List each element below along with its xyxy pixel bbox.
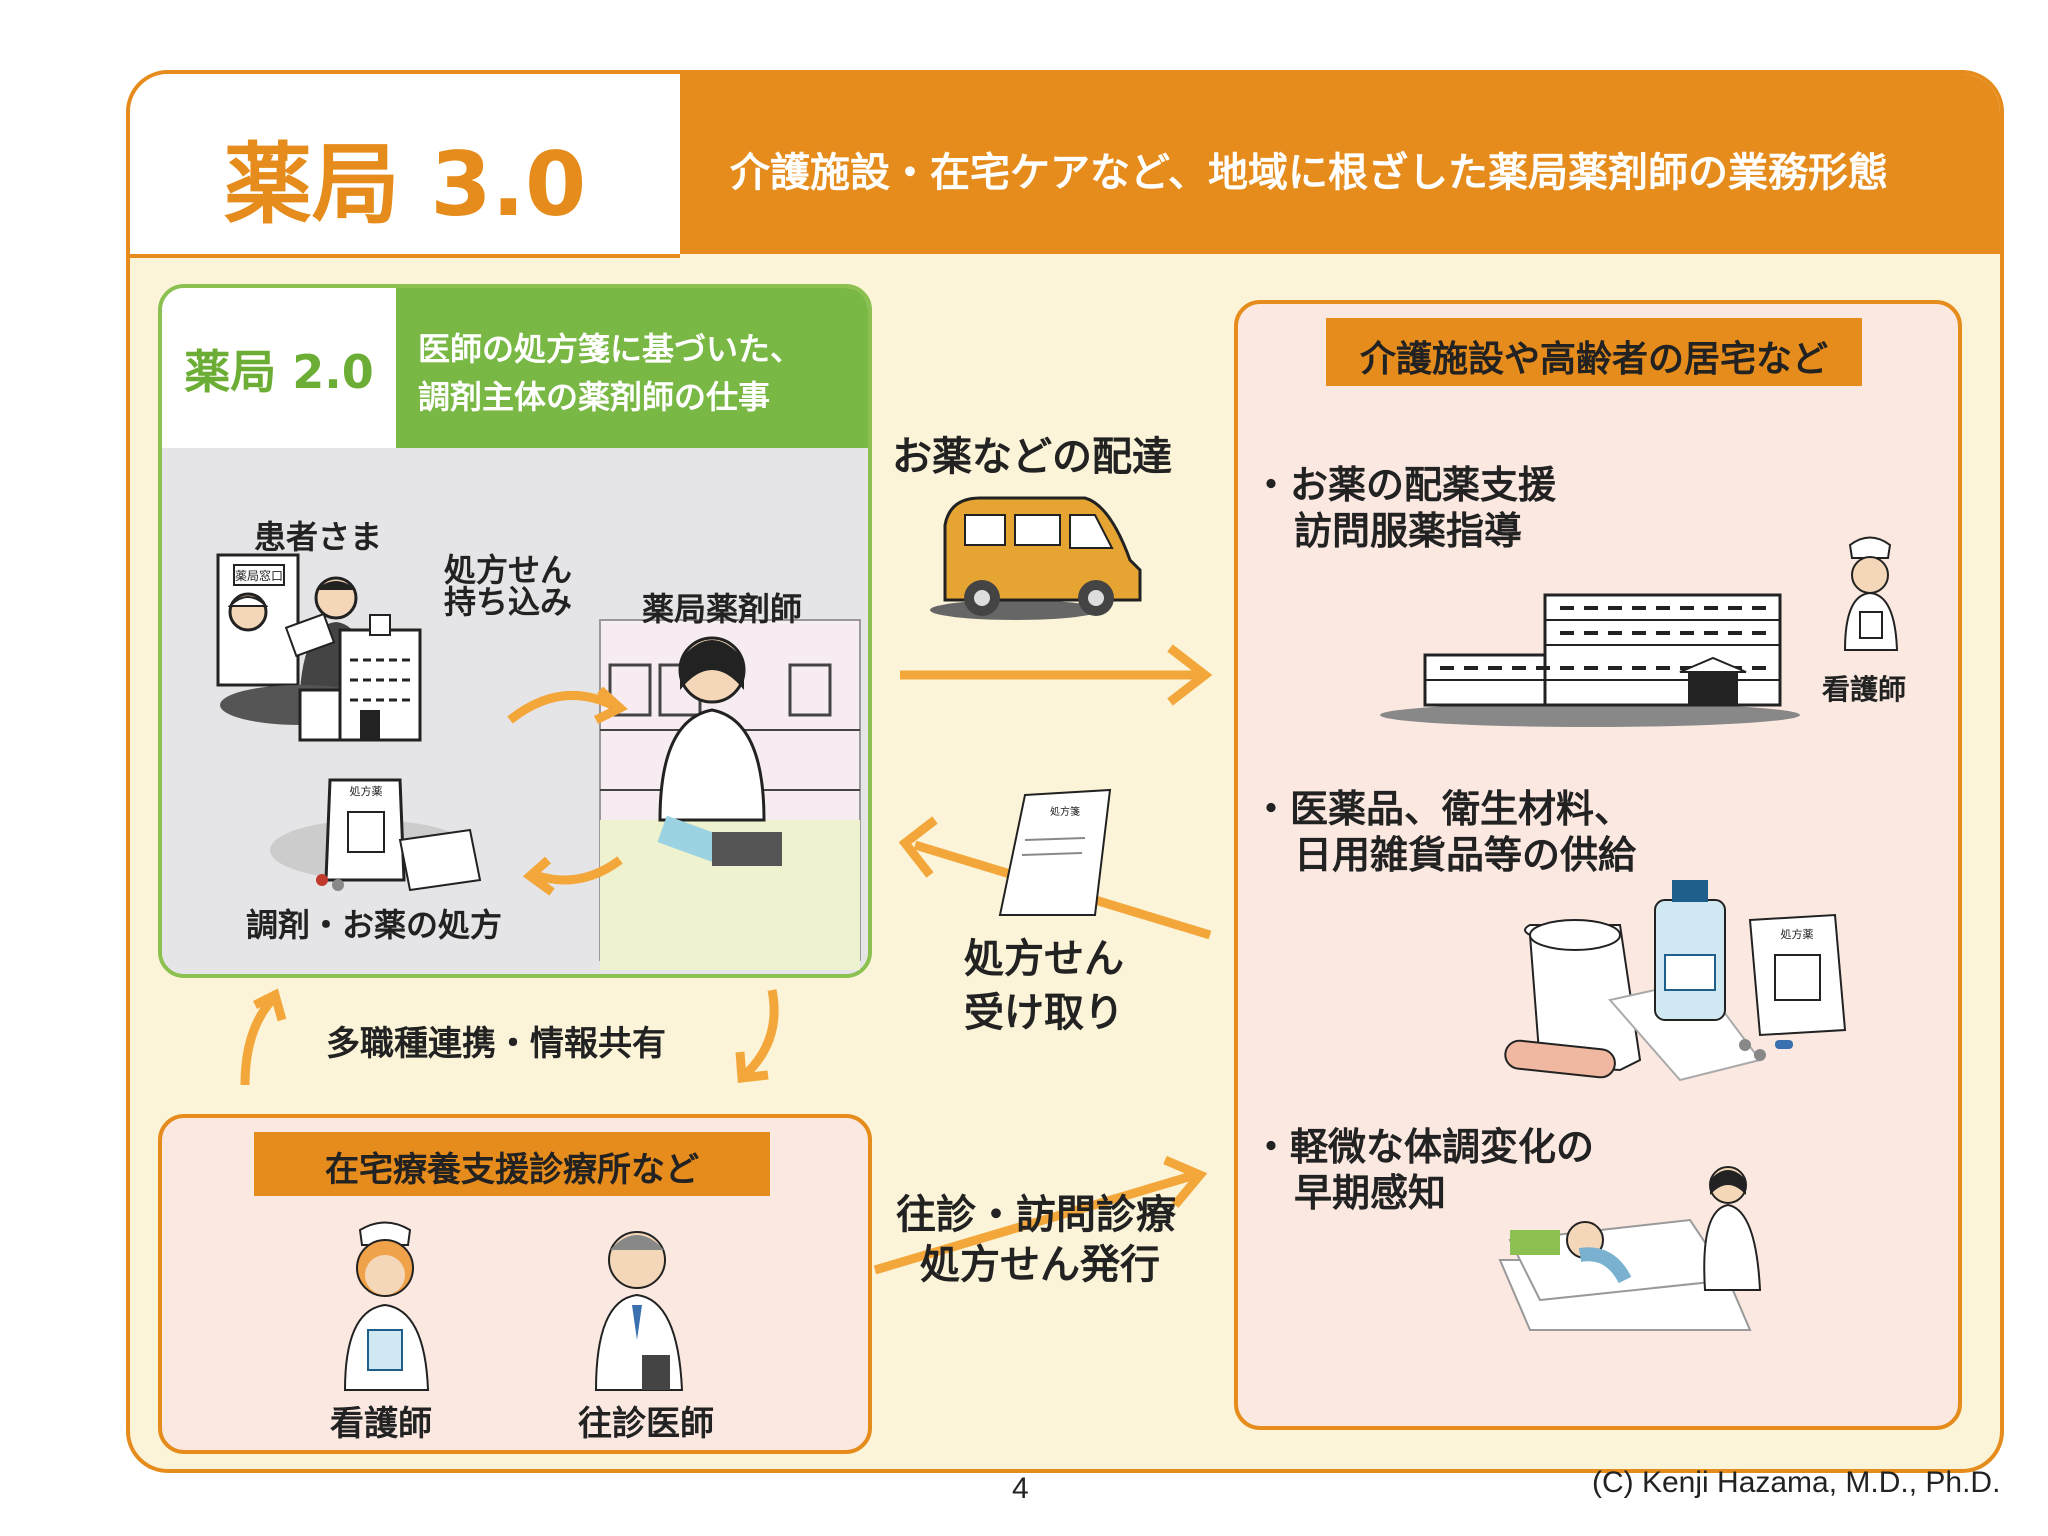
bedside-care-illustration xyxy=(1498,1166,1762,1331)
bullet3-line2: 早期感知 xyxy=(1294,1171,1447,1215)
clinic-nurse-figure xyxy=(343,1221,430,1391)
clinic-doctor-figure xyxy=(594,1231,684,1391)
visit-line2: 処方せん発行 xyxy=(920,1242,1160,1288)
bullet2-line1: ・医薬品、衛生材料、 xyxy=(1252,787,1633,831)
pharmacist-figure xyxy=(657,636,782,866)
patient-label: 患者さま xyxy=(254,518,383,556)
pharmacy-2-subtitle-line2: 調剤主体の薬剤師の仕事 xyxy=(418,378,771,416)
home-nurse-figure xyxy=(1843,536,1899,651)
bullet-early-detection: ・軽微な体調変化の 早期感知 xyxy=(1252,1124,1594,1216)
visit-arrow xyxy=(873,1170,1197,1275)
bullet2-line2: 日用雑貨品等の供給 xyxy=(1294,833,1637,877)
collab-arrow-down xyxy=(741,989,779,1079)
clinic-doctor-label: 往診医師 xyxy=(578,1404,714,1444)
pharmacy-2-label-panel xyxy=(162,288,396,448)
prescription-receive-label: 処方せん 受け取り xyxy=(964,932,1124,1040)
pharmacy-2-subtitle-line1: 医師の処方箋に基づいた、 xyxy=(418,330,803,368)
page-number: 4 xyxy=(1012,1472,1029,1505)
collab-arrow-up xyxy=(240,996,276,1086)
prescription-receive-line1: 処方せん xyxy=(964,936,1124,982)
delivery-van-icon xyxy=(930,496,1142,620)
bullet-supplies: ・医薬品、衛生材料、 日用雑貨品等の供給 xyxy=(1252,786,1636,878)
header-title-panel xyxy=(130,74,680,258)
copyright: (C) Kenji Hazama, M.D., Ph.D. xyxy=(1592,1466,2001,1499)
clinic-band-label: 在宅療養支援診療所など xyxy=(325,1150,699,1190)
pharmacy-2-title: 薬局 2.0 xyxy=(184,345,374,399)
visit-line1: 往診・訪問診療 xyxy=(896,1192,1176,1238)
home-care-band xyxy=(1326,318,1862,386)
bullet1-line2: 訪問服薬指導 xyxy=(1294,509,1523,553)
pharmacist-label: 薬局薬剤師 xyxy=(642,590,803,628)
page-subtitle: 介護施設・在宅ケアなど、地域に根ざした薬局薬剤師の業務形態 xyxy=(730,150,1888,196)
prescription-receive-line2: 受け取り xyxy=(964,990,1124,1036)
prescription-bring-in-label: 処方せん 持ち込み xyxy=(444,554,572,618)
home-nurse-label: 看護師 xyxy=(1822,673,1907,706)
arrow-to-pharmacist xyxy=(593,686,628,725)
bag-label: 処方薬 xyxy=(350,784,383,798)
dispense-label: 調剤・お薬の処方 xyxy=(246,906,503,944)
bullet-delivery-support: ・お薬の配薬支援 訪問服薬指導 xyxy=(1252,462,1556,554)
home-care-band-label: 介護施設や高齢者の居宅など xyxy=(1359,339,1828,380)
window-sign-label: 薬局窓口 xyxy=(235,568,283,583)
page-title: 薬局 3.0 xyxy=(223,133,587,236)
prescription-bag-illustration: 処方薬 xyxy=(270,778,482,892)
prescription-bring-line2: 持ち込み xyxy=(444,583,573,621)
clinic-nurse-label: 看護師 xyxy=(330,1404,432,1444)
hospital-building-illustration xyxy=(298,614,422,742)
visit-label: 往診・訪問診療 処方せん発行 xyxy=(896,1190,1176,1290)
supplies-bag-label: 処方薬 xyxy=(1781,927,1814,941)
header-subtitle-band xyxy=(680,74,2000,254)
prescription-document-icon: 処方箋 xyxy=(998,788,1112,916)
bullet3-line1: ・軽微な体調変化の xyxy=(1252,1125,1595,1169)
care-facility-building xyxy=(1380,593,1800,727)
delivery-label: お薬などの配達 xyxy=(892,434,1172,480)
medical-supplies-illustration: 処方薬 xyxy=(1504,880,1847,1082)
prescription-bring-line1: 処方せん xyxy=(444,551,573,589)
bullet1-line1: ・お薬の配薬支援 xyxy=(1252,463,1557,507)
document-label: 処方箋 xyxy=(1050,805,1080,818)
arrow-to-dispense xyxy=(522,856,555,896)
collaboration-label: 多職種連携・情報共有 xyxy=(326,1024,666,1064)
pharmacy-2-subtitle-band xyxy=(396,288,868,448)
clinic-band xyxy=(254,1132,770,1196)
